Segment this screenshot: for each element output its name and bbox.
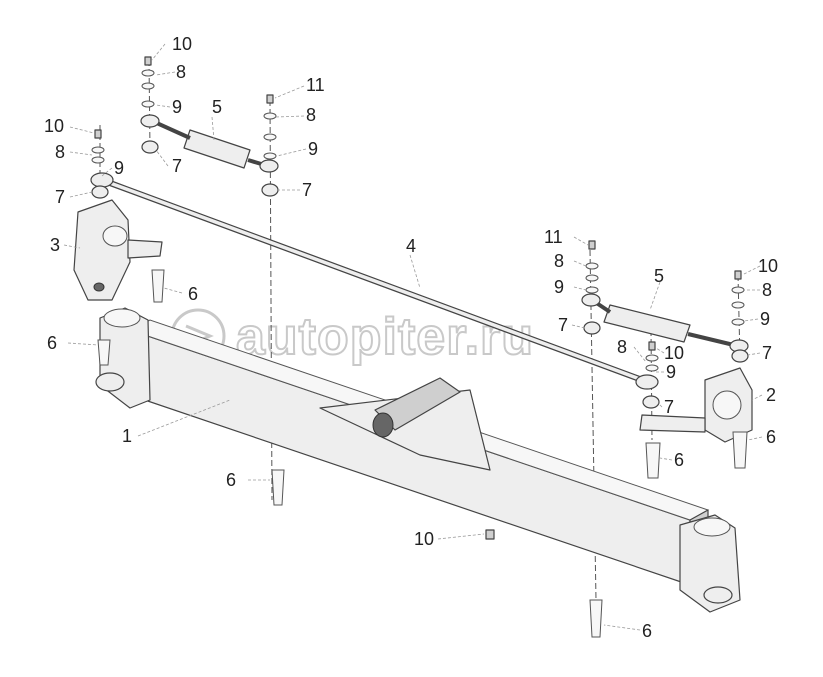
callout-10: 10: [414, 529, 434, 549]
kingpins: [97, 269, 748, 638]
watermark: autopiter.ru: [170, 307, 534, 367]
callout-8: 8: [55, 142, 65, 162]
callout-10: 10: [758, 256, 778, 276]
knuckle-left: [73, 199, 163, 301]
callout-1: 1: [122, 426, 132, 446]
callout-9: 9: [114, 158, 124, 178]
callout-7: 7: [55, 187, 65, 207]
callout-7: 7: [664, 397, 674, 417]
damper-left: [140, 114, 279, 173]
callout-10: 10: [172, 34, 192, 54]
watermark-text: autopiter.ru: [236, 308, 534, 366]
callout-3: 3: [50, 235, 60, 255]
callout-9: 9: [308, 139, 318, 159]
callout-8: 8: [176, 62, 186, 82]
callout-9: 9: [666, 362, 676, 382]
callout-6: 6: [766, 427, 776, 447]
callout-5: 5: [212, 97, 222, 117]
callout-8: 8: [762, 280, 772, 300]
callout-6: 6: [188, 284, 198, 304]
callout-8: 8: [617, 337, 627, 357]
callout-8: 8: [306, 105, 316, 125]
hardware: [91, 56, 749, 540]
callout-6: 6: [642, 621, 652, 641]
callouts: 10 8 9 5 7 11 8 9 7 10 8 9 7 3 6 6 1 4 6…: [44, 34, 778, 641]
callout-7: 7: [302, 180, 312, 200]
callout-11: 11: [306, 75, 325, 95]
callout-6: 6: [47, 333, 57, 353]
callout-6: 6: [674, 450, 684, 470]
callout-7: 7: [172, 156, 182, 176]
callout-8: 8: [554, 251, 564, 271]
leader-lines: [63, 43, 763, 631]
callout-10: 10: [44, 116, 64, 136]
damper-right: [581, 293, 749, 353]
callout-9: 9: [760, 309, 770, 329]
callout-6: 6: [226, 470, 236, 490]
tie-rod: [90, 172, 659, 390]
knuckle-right: [639, 367, 753, 443]
callout-10: 10: [664, 343, 684, 363]
callout-7: 7: [558, 315, 568, 335]
callout-9: 9: [554, 277, 564, 297]
callout-11: 11: [544, 227, 563, 247]
axle-beam: [95, 307, 741, 613]
callout-7: 7: [762, 343, 772, 363]
callout-5: 5: [654, 266, 664, 286]
callout-4: 4: [406, 236, 416, 256]
callout-2: 2: [766, 385, 776, 405]
callout-9: 9: [172, 97, 182, 117]
